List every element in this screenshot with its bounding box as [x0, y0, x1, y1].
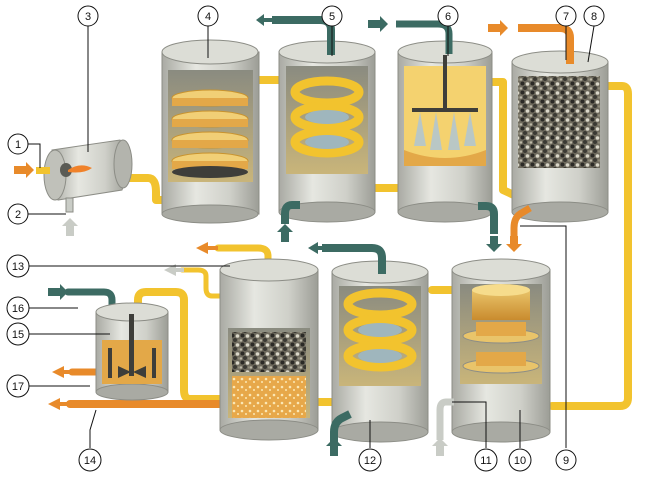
tray-dryer-vessel — [162, 40, 259, 223]
label-6: 6 — [438, 6, 458, 26]
label-7: 7 — [556, 6, 576, 26]
packed-bed-vessel-lower — [220, 259, 318, 440]
cold-flow-arrow-up-5b — [277, 224, 293, 242]
hot-flow-arrow-out-13 — [196, 242, 218, 254]
label-10: 10 — [509, 449, 531, 471]
svg-text:10: 10 — [514, 455, 526, 467]
packed-bed-vessel-upper — [512, 28, 608, 236]
pipe-13-side-outlet — [182, 270, 222, 296]
hot-flow-arrow-out-17 — [52, 366, 74, 378]
hot-flow-arrow-down-9 — [506, 236, 522, 252]
label-12: 12 — [359, 449, 381, 471]
fuel-inlet-pipe — [36, 167, 50, 174]
label-13: 13 — [7, 255, 29, 277]
svg-text:6: 6 — [445, 11, 451, 23]
cold-flow-arrow-out-12 — [308, 242, 326, 254]
label-1: 1 — [8, 134, 28, 154]
air-flow-arrow-up-2 — [62, 218, 78, 236]
cold-flow-arrow-up-12 — [326, 438, 342, 456]
hot-flow-arrow-in-7 — [488, 20, 508, 36]
svg-text:5: 5 — [329, 11, 335, 23]
svg-text:13: 13 — [12, 261, 24, 273]
cold-flow-arrow-in-6 — [368, 16, 388, 32]
label-15: 15 — [7, 323, 29, 345]
cold-flow-arrow-out-5 — [256, 14, 276, 26]
tray-stack — [172, 90, 248, 178]
svg-text:1: 1 — [15, 139, 21, 151]
svg-text:14: 14 — [84, 455, 96, 467]
label-5: 5 — [322, 6, 342, 26]
svg-text:8: 8 — [591, 11, 597, 23]
label-4: 4 — [198, 6, 218, 26]
label-14: 14 — [79, 449, 101, 471]
tray-vessel-lower — [440, 259, 550, 442]
spray-vessel — [396, 24, 494, 234]
svg-text:3: 3 — [85, 11, 91, 23]
label-8: 8 — [584, 6, 604, 26]
svg-text:7: 7 — [563, 11, 569, 23]
stirred-tank — [96, 303, 168, 400]
label-2: 2 — [8, 204, 28, 224]
label-11: 11 — [475, 449, 497, 471]
label-17: 17 — [7, 375, 29, 397]
svg-text:17: 17 — [12, 381, 24, 393]
svg-text:11: 11 — [480, 455, 491, 467]
svg-text:15: 15 — [12, 329, 24, 341]
burner-unit — [36, 140, 132, 212]
coil-vessel-lower — [322, 248, 428, 444]
hot-flow-arrow-in-1 — [14, 162, 34, 178]
svg-text:16: 16 — [12, 303, 24, 315]
label-9: 9 — [556, 450, 576, 470]
svg-text:9: 9 — [563, 455, 569, 467]
air-inlet-pipe — [66, 198, 73, 212]
air-flow-arrow-up-11 — [432, 438, 448, 456]
svg-text:4: 4 — [205, 11, 211, 23]
cold-flow-arrow-down-6 — [486, 236, 502, 252]
hot-flow-arrow-out-14 — [48, 398, 70, 410]
svg-text:2: 2 — [15, 209, 21, 221]
cold-flow-arrow-in-16 — [48, 284, 68, 300]
label-3: 3 — [78, 6, 98, 26]
label-16: 16 — [7, 297, 29, 319]
coil-vessel-upper — [272, 20, 375, 224]
svg-text:12: 12 — [364, 455, 376, 467]
